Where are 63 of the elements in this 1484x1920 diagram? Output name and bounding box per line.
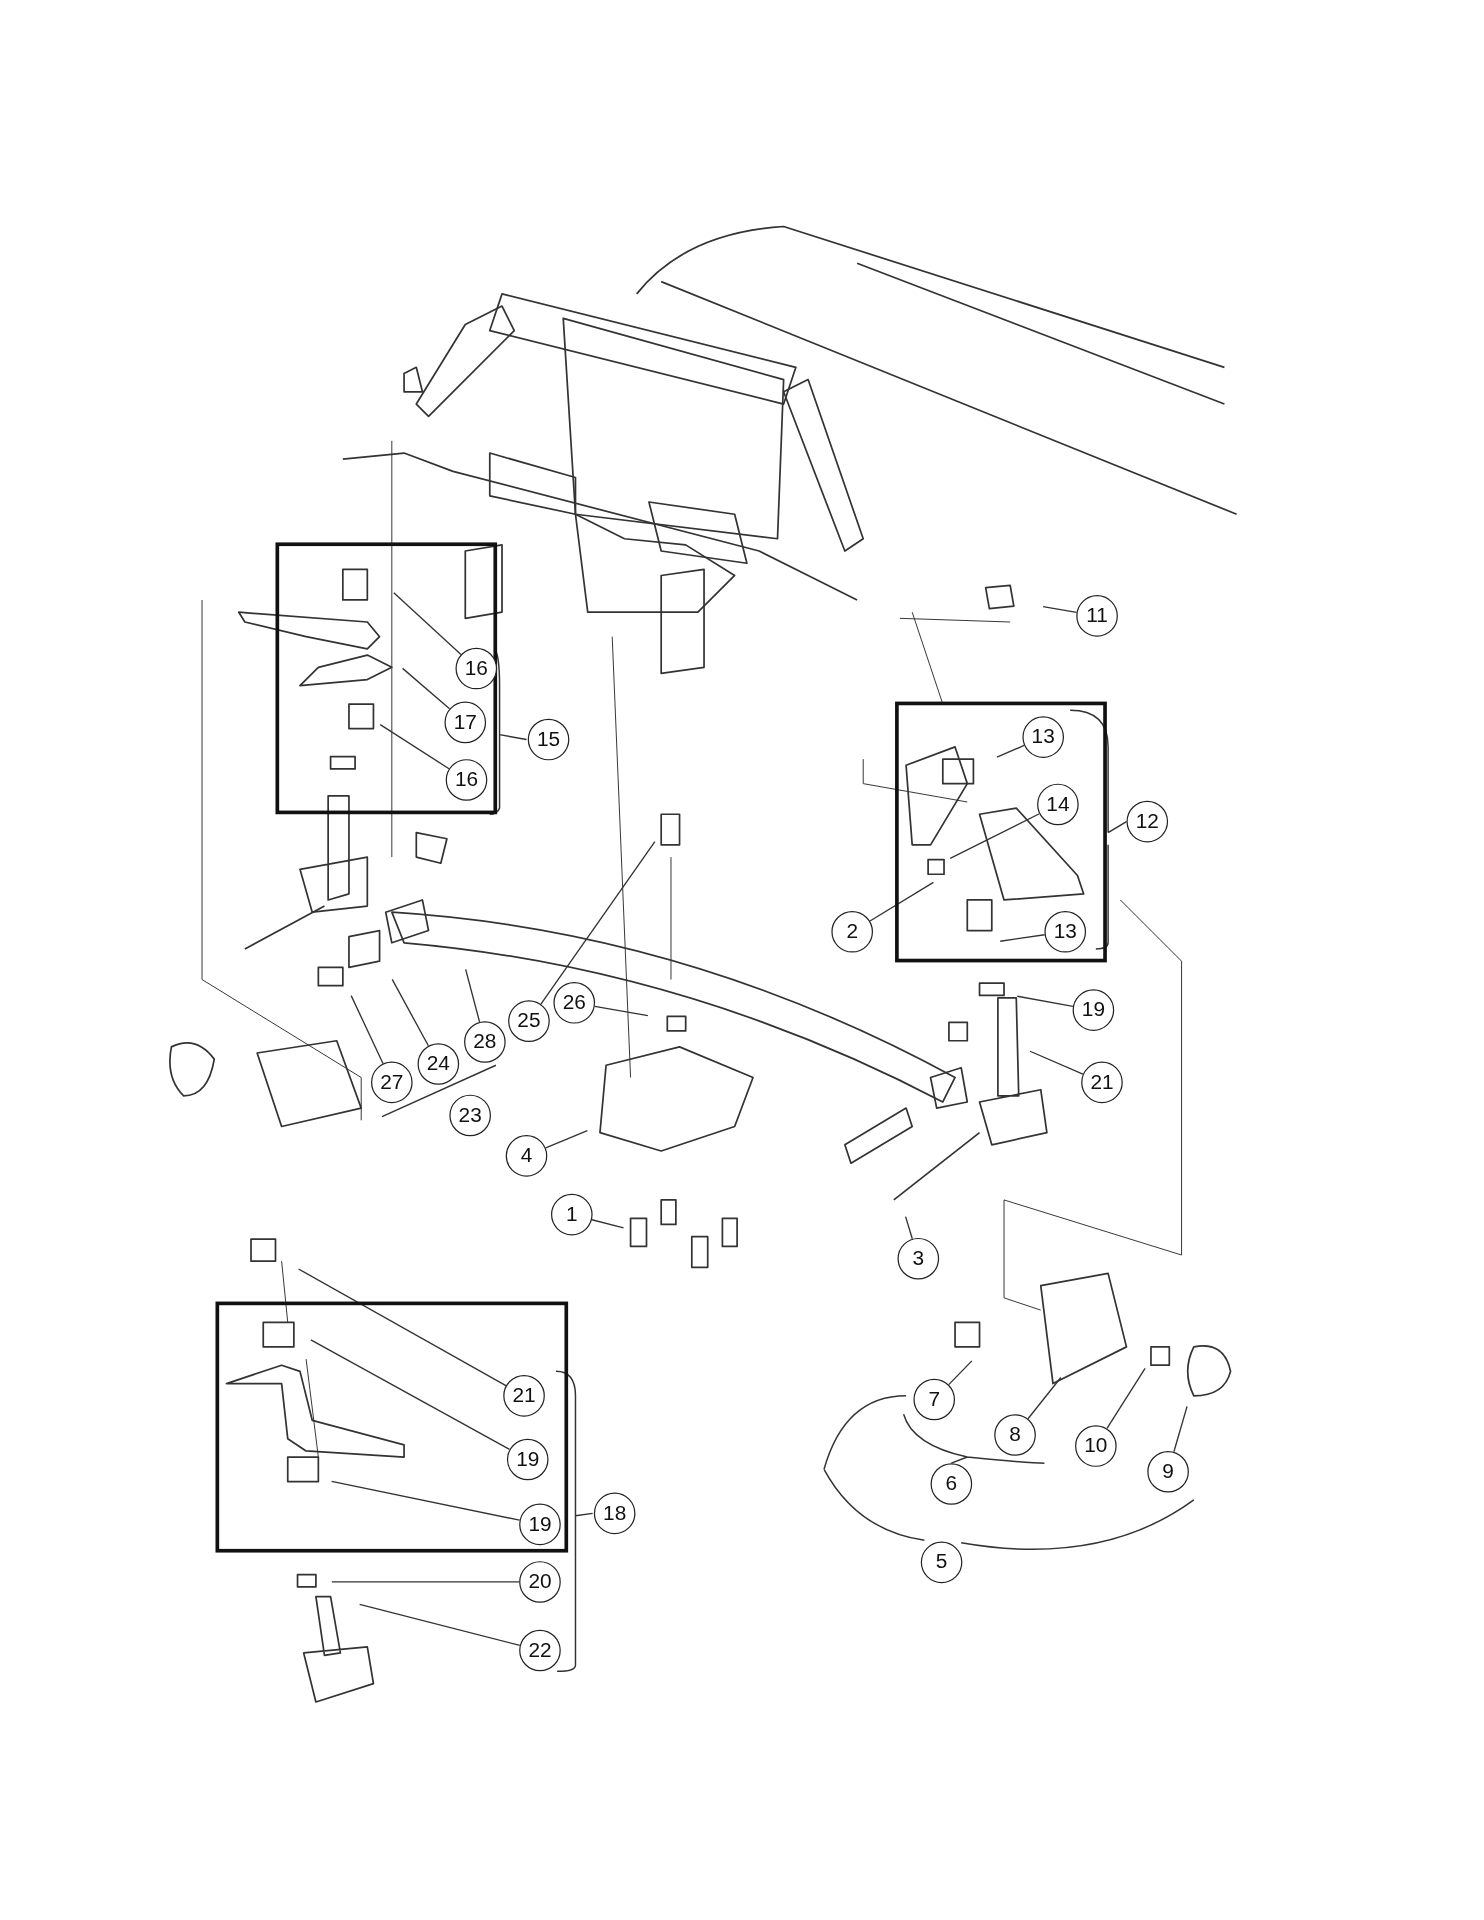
callout-number: 19 <box>519 1503 561 1546</box>
leader-line <box>350 994 384 1065</box>
callout-number: 25 <box>508 1000 550 1042</box>
callout-number: 8 <box>994 1414 1036 1456</box>
callout-number: 11 <box>1076 595 1118 637</box>
callout-number: 19 <box>506 1438 549 1481</box>
callout-number: 21 <box>1081 1061 1123 1104</box>
leader-line <box>999 934 1046 942</box>
callout-number: 16 <box>445 759 488 801</box>
callout-number: 18 <box>593 1492 636 1535</box>
leader-line <box>330 1480 521 1521</box>
callout-number: 4 <box>505 1135 548 1177</box>
callout-number: 17 <box>444 701 487 744</box>
leader-line <box>1029 1050 1084 1075</box>
callout-number: 24 <box>417 1043 460 1085</box>
leader-line <box>391 978 430 1047</box>
callout-number: 9 <box>1147 1450 1189 1493</box>
callout-number: 23 <box>449 1094 491 1137</box>
leader-line <box>591 1219 625 1229</box>
detail-frame <box>895 701 1107 963</box>
leader-line <box>1042 606 1078 614</box>
leader-line <box>948 1360 973 1386</box>
callout-number: 5 <box>920 1541 963 1584</box>
callout-number: 15 <box>527 718 570 761</box>
callout-number: 26 <box>553 982 596 1024</box>
leader-line <box>331 1581 520 1583</box>
callout-number: 22 <box>519 1629 561 1672</box>
leader-line <box>1027 1376 1062 1420</box>
leader-line <box>297 1268 507 1387</box>
leader-line <box>869 881 935 922</box>
leader-line <box>358 1603 521 1647</box>
leader-line <box>1016 995 1074 1008</box>
callout-number: 13 <box>1022 716 1064 758</box>
callout-number: 16 <box>455 647 498 690</box>
leader-line <box>310 1339 511 1451</box>
callout-number: 19 <box>1072 989 1115 1031</box>
callout-number: 14 <box>1037 783 1079 826</box>
leader-line <box>1106 1367 1146 1430</box>
leader-line <box>379 724 450 770</box>
leader-line <box>904 1215 913 1240</box>
callout-number: 20 <box>519 1561 561 1603</box>
leader-line <box>393 592 462 656</box>
callout-number: 6 <box>930 1463 973 1505</box>
leader-line <box>996 744 1025 758</box>
callout-number: 2 <box>831 910 873 953</box>
callout-number: 3 <box>897 1237 940 1280</box>
leader-line <box>401 667 451 710</box>
leader-line <box>540 840 656 1005</box>
detail-frame <box>275 542 498 815</box>
detail-frame <box>215 1301 569 1553</box>
callout-number: 1 <box>551 1193 593 1236</box>
leader-line <box>464 968 481 1023</box>
callout-number: 13 <box>1044 910 1087 953</box>
callout-number: 27 <box>371 1061 413 1104</box>
callout-number: 10 <box>1075 1425 1117 1467</box>
leader-line <box>545 1130 588 1149</box>
leader-line <box>949 813 1040 859</box>
callout-number: 28 <box>464 1021 506 1063</box>
leader-line <box>1173 1405 1188 1453</box>
leader-line <box>594 1005 649 1017</box>
callout-number: 7 <box>913 1378 956 1421</box>
callout-number: 12 <box>1126 800 1169 843</box>
callout-number: 21 <box>503 1375 545 1417</box>
